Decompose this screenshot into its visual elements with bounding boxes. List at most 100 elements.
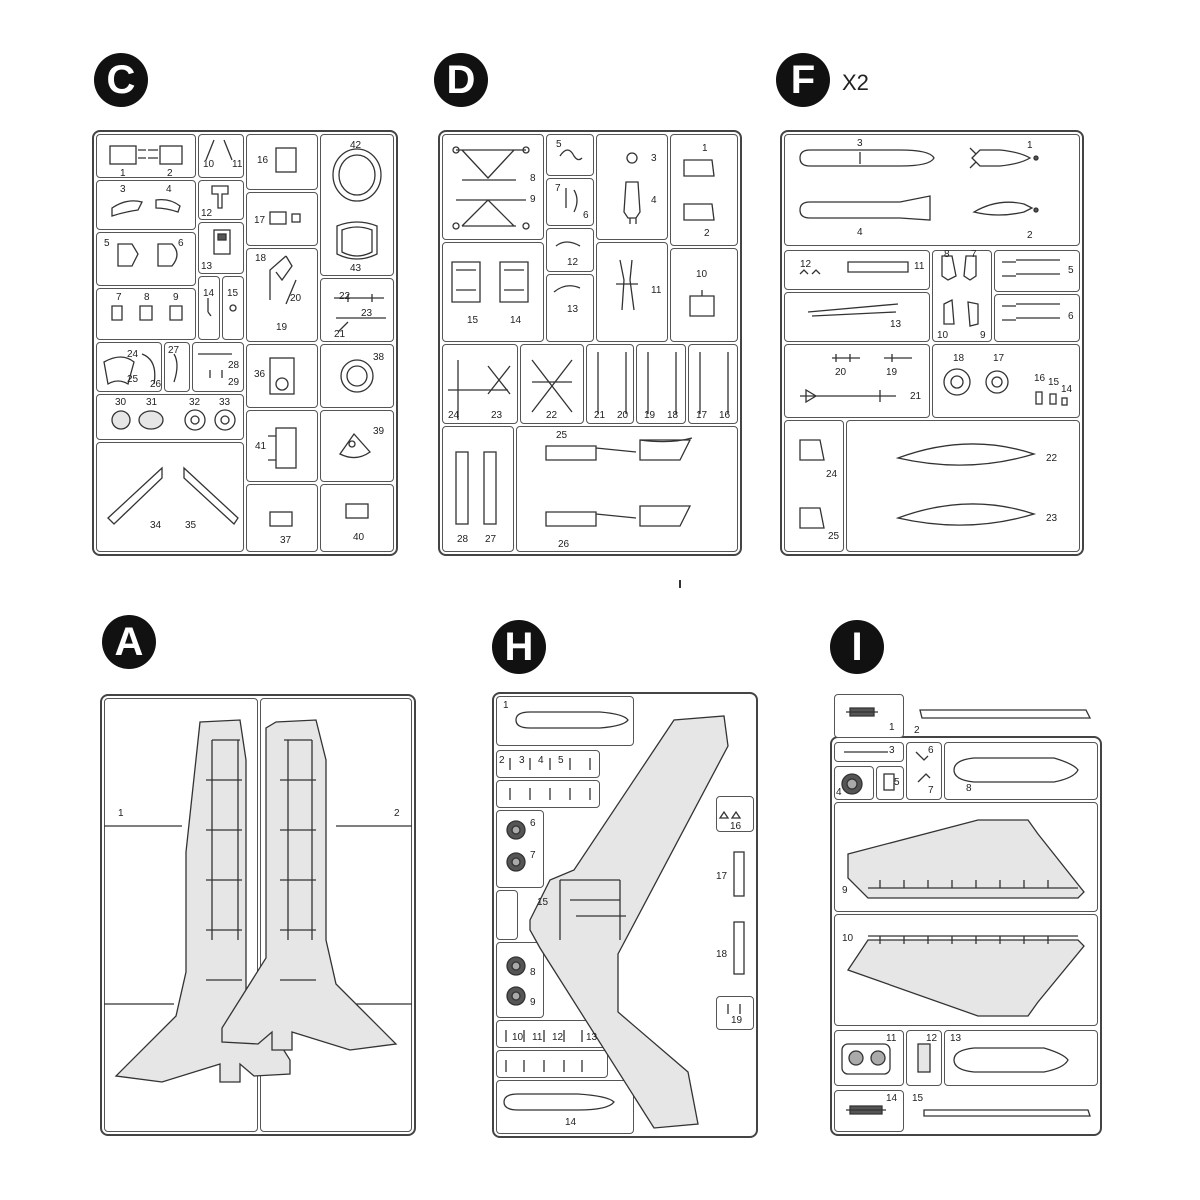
- part-number: 1: [118, 808, 124, 819]
- part-number: 13: [586, 1032, 598, 1043]
- part-number: 24: [127, 349, 139, 360]
- part-number: 26: [150, 379, 162, 390]
- sprue-h-cell: [496, 780, 600, 808]
- part-number: 14: [203, 288, 215, 299]
- sprue-c-cell: [96, 180, 196, 230]
- part-number: 36: [254, 369, 266, 380]
- part-number: 22: [339, 291, 351, 302]
- part-number: 32: [189, 397, 201, 408]
- part-number: 6: [178, 238, 184, 249]
- part-number: 5: [894, 777, 900, 788]
- part-number: 6: [1068, 311, 1074, 322]
- part-number: 4: [857, 227, 863, 238]
- part-number: 15: [537, 897, 549, 908]
- sprue-f-multiplier: X2: [842, 70, 869, 95]
- sprue-i-cell: [834, 802, 1098, 912]
- part-number: 16: [730, 821, 742, 832]
- sprue-c-cell: [222, 276, 244, 340]
- part-number: 12: [800, 259, 812, 270]
- part-number: 10: [512, 1032, 524, 1043]
- part-number: 9: [173, 292, 179, 303]
- part-number: 40: [353, 532, 365, 543]
- part-number: 23: [1046, 513, 1058, 524]
- part-number: 3: [120, 184, 126, 195]
- part-number: 41: [255, 441, 267, 452]
- part-number: 28: [457, 534, 469, 545]
- part-number: 18: [255, 253, 267, 264]
- part-number: 27: [168, 345, 180, 356]
- part-number: 11: [886, 1033, 897, 1044]
- part-number: 4: [651, 195, 657, 206]
- sprue-h-badge: H: [492, 620, 546, 674]
- sprue-d-badge: D: [434, 53, 488, 107]
- part-number: 17: [993, 353, 1005, 364]
- sprue-h-cell: [496, 1050, 608, 1078]
- sprue-f-cell: [932, 250, 992, 342]
- part-number: 12: [201, 208, 213, 219]
- part-number: 22: [1046, 453, 1058, 464]
- part-number: 5: [558, 755, 564, 766]
- part-number: 20: [290, 293, 302, 304]
- part-number: 4: [538, 755, 544, 766]
- sprue-h-cell: [496, 696, 634, 746]
- part-number: 43: [350, 263, 362, 274]
- part-number: 20: [617, 410, 629, 421]
- part-number: 24: [448, 410, 460, 421]
- part-number: 31: [146, 397, 158, 408]
- part-number: 37: [280, 535, 292, 546]
- part-number: 21: [594, 410, 606, 421]
- part-number: 6: [583, 210, 589, 221]
- part-number: 15: [1048, 377, 1060, 388]
- part-number: 29: [228, 377, 240, 388]
- part-number: 1: [1027, 140, 1033, 151]
- sprue-c-cell: [320, 278, 394, 342]
- sprue-h-cell: [496, 942, 544, 1018]
- sprue-c-cell: [246, 410, 318, 482]
- part-number: 7: [116, 292, 122, 303]
- part-number: 17: [716, 871, 728, 882]
- sprue-d-cell: [546, 134, 594, 176]
- part-number: 30: [115, 397, 127, 408]
- part-number: 9: [530, 997, 536, 1008]
- sprue-f-cell: [784, 134, 1080, 246]
- part-number: 21: [334, 329, 346, 340]
- part-number: 18: [667, 410, 679, 421]
- sprue-h-cell: [496, 810, 544, 888]
- sprue-i-cell: [906, 742, 942, 800]
- part-number: 2: [914, 725, 920, 736]
- sprue-a-badge: A: [102, 615, 156, 669]
- stray-mark: [679, 580, 681, 588]
- part-number: 16: [1034, 373, 1046, 384]
- part-number: 15: [227, 288, 239, 299]
- sprue-c-cell: [198, 276, 220, 340]
- part-number: 34: [150, 520, 162, 531]
- part-number: 9: [530, 194, 536, 205]
- part-number: 2: [1027, 230, 1033, 241]
- part-number: 16: [257, 155, 269, 166]
- part-number: 5: [556, 139, 562, 150]
- part-number: 42: [350, 140, 362, 151]
- part-number: 18: [716, 949, 728, 960]
- part-number: 9: [980, 330, 986, 341]
- part-number: 19: [731, 1015, 743, 1026]
- part-number: 17: [696, 410, 708, 421]
- part-number: 10: [203, 159, 215, 170]
- part-number: 15: [912, 1093, 924, 1104]
- part-number: 1: [120, 168, 126, 179]
- part-number: 27: [485, 534, 497, 545]
- part-number: 6: [928, 745, 934, 756]
- part-number: 7: [555, 183, 561, 194]
- sprue-d-cell: [442, 134, 544, 240]
- sprue-c-cell: [320, 410, 394, 482]
- part-number: 2: [394, 808, 400, 819]
- part-number: 3: [519, 755, 525, 766]
- sprue-d-cell: [516, 426, 738, 552]
- part-number: 7: [530, 850, 536, 861]
- part-number: 3: [857, 138, 863, 149]
- sprue-c-cell: [96, 134, 196, 178]
- part-number: 5: [1068, 265, 1074, 276]
- sprue-d-cell: [442, 426, 514, 552]
- part-number: 28: [228, 360, 240, 371]
- sprue-d-cell: [670, 248, 738, 342]
- sprue-i-cell: [944, 1030, 1098, 1086]
